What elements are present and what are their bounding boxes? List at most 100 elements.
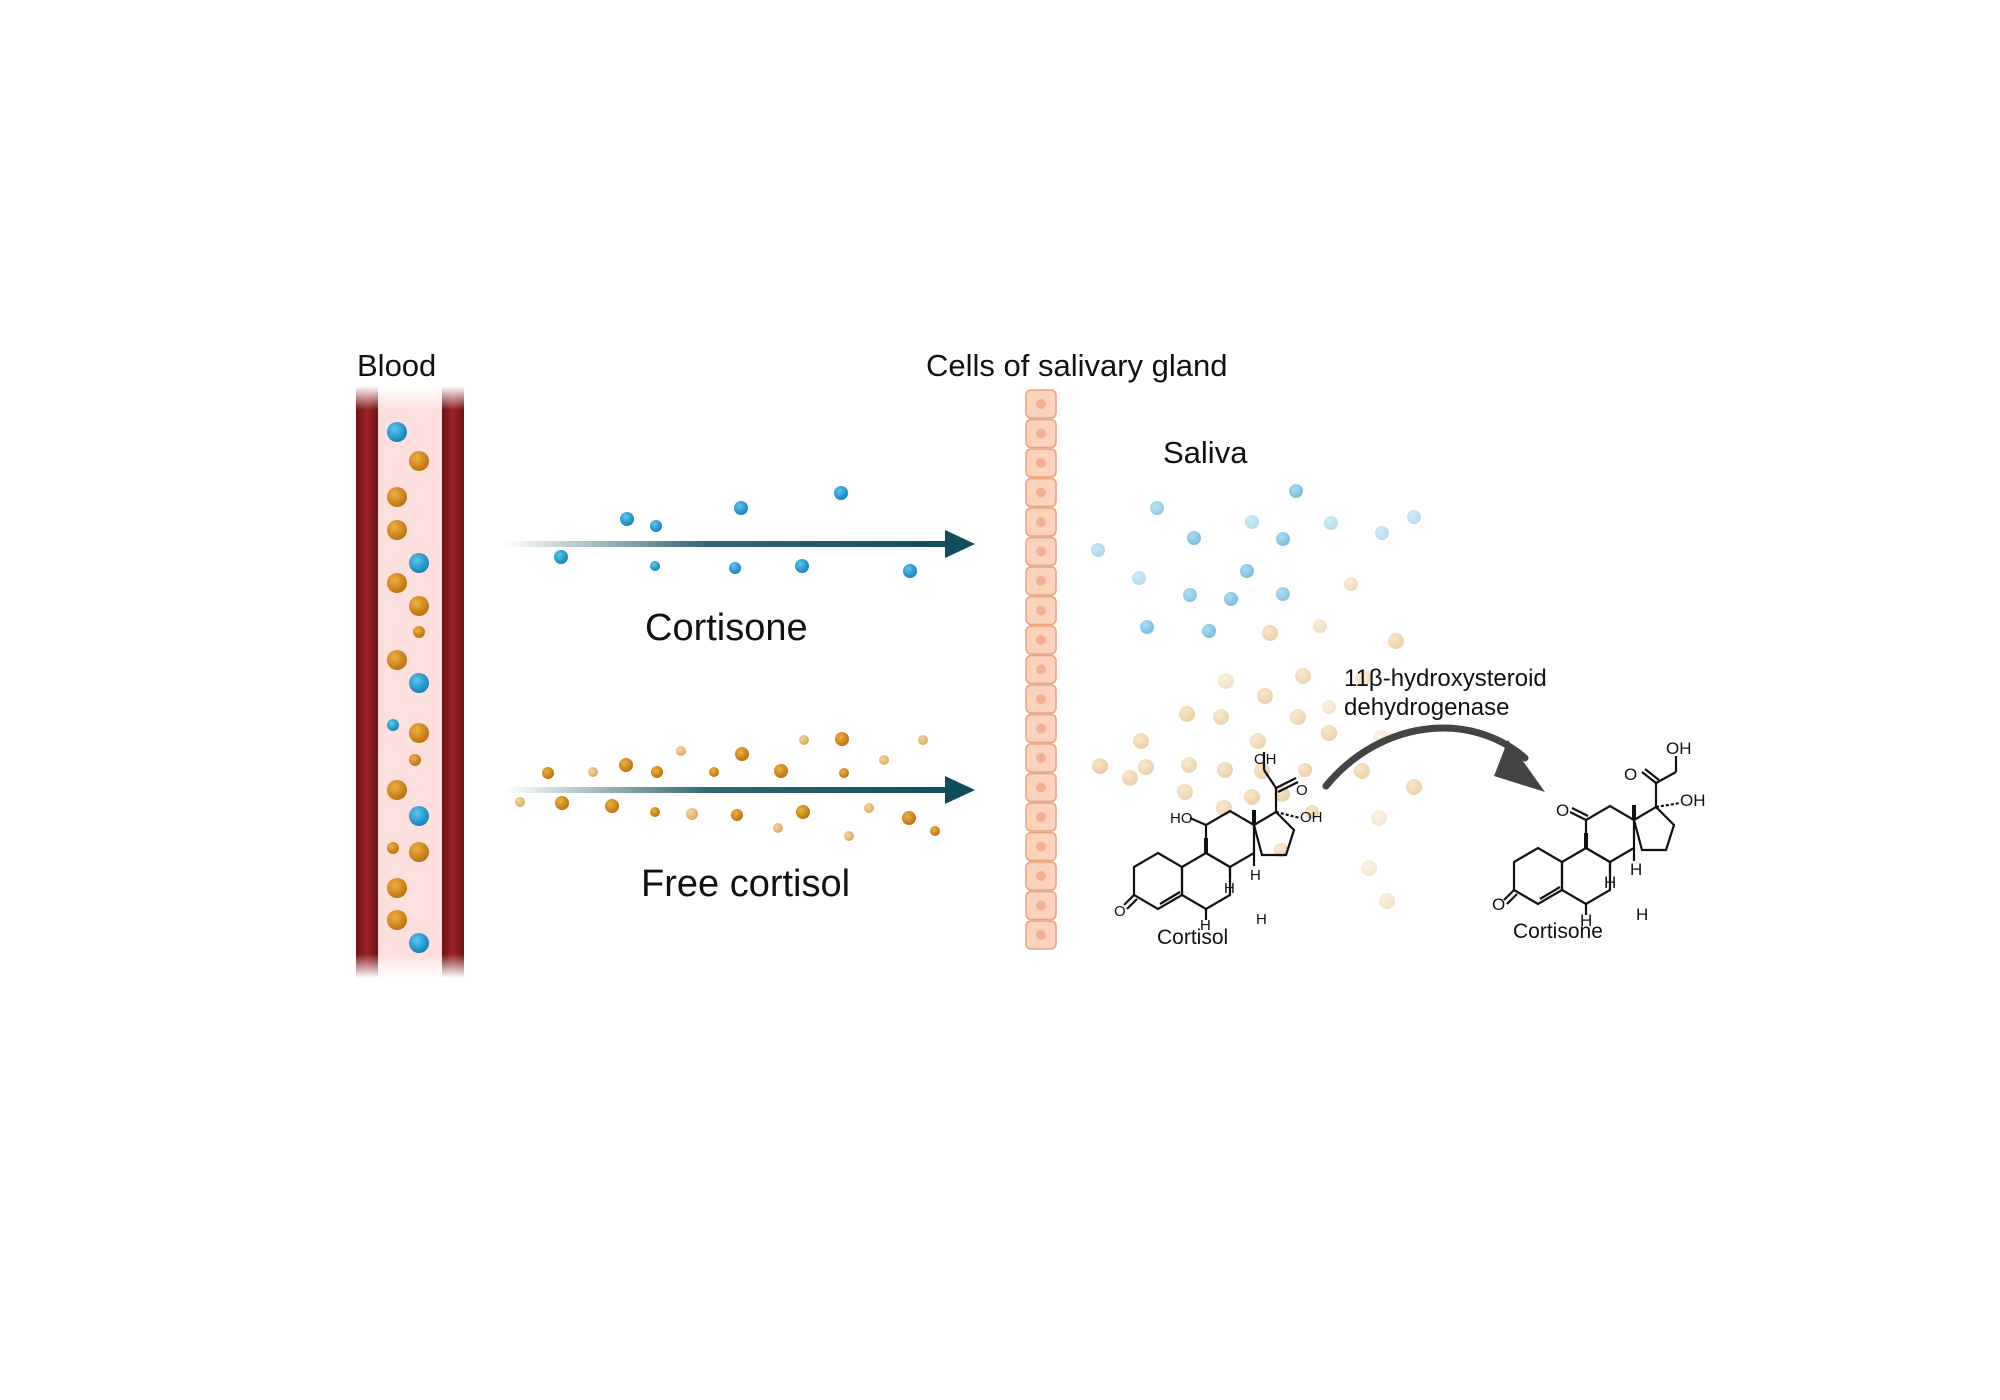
cortisone-molecule <box>903 564 917 578</box>
cortisol-molecule <box>686 808 698 820</box>
cortisone-molecule <box>1245 515 1259 529</box>
cortisol-molecule <box>1181 757 1197 773</box>
cortisol-molecule <box>1244 789 1260 805</box>
cortisol-molecule <box>1361 860 1377 876</box>
cortisone-molecule <box>1183 588 1197 602</box>
cortisol-molecule <box>844 831 854 841</box>
cortisol-molecule <box>796 805 810 819</box>
cortisol-molecule <box>902 811 916 825</box>
cortisone-molecule <box>1324 516 1338 530</box>
cortisol-molecule <box>1138 759 1154 775</box>
cortisol-molecule <box>387 878 407 898</box>
cortisol-molecule <box>1313 619 1327 633</box>
cortisol-molecule <box>1406 779 1422 795</box>
cortisone-molecule <box>409 553 429 573</box>
cortisone-atom-h-3: H <box>1630 860 1642 879</box>
cortisone-transport-arrow <box>505 530 975 558</box>
gland-cell-nucleus <box>1036 576 1046 586</box>
gland-cell-nucleus <box>1036 605 1046 616</box>
cortisol-molecule <box>409 723 429 743</box>
cortisone-molecule <box>1375 526 1389 540</box>
cortisone-molecule <box>1407 510 1421 524</box>
cortisol-molecule <box>676 746 686 756</box>
cortisone-atom-oh-c17: OH <box>1680 791 1706 810</box>
cortisone-molecule <box>1132 571 1146 585</box>
salivary-gland-cells <box>1025 389 1057 950</box>
gland-cell-nucleus <box>1036 753 1046 763</box>
gland-cell-nucleus <box>1036 900 1046 911</box>
cortisol-molecule <box>1133 733 1149 749</box>
blood-label: Blood <box>357 348 437 383</box>
cortisol-molecule <box>515 797 525 807</box>
cortisone-atom-h-1: H <box>1604 873 1616 892</box>
conversion-arrow <box>1322 724 1545 792</box>
cortisol-molecule <box>799 735 809 745</box>
cortisol-molecule <box>1305 805 1319 819</box>
gland-cell-nucleus <box>1036 458 1046 468</box>
saliva-label: Saliva <box>1163 435 1248 470</box>
cortisol-molecule <box>387 780 407 800</box>
cortisol-molecule <box>735 747 749 761</box>
cortisol-molecule <box>1262 625 1278 641</box>
cortisol-atom-o-ring: O <box>1114 903 1126 920</box>
gland-cell-nucleus <box>1036 782 1046 793</box>
cortisol-molecule <box>1379 893 1395 909</box>
cortisone-molecule <box>387 719 399 731</box>
gland-cell-nucleus <box>1036 546 1046 557</box>
gland-cell-nucleus <box>1036 428 1046 439</box>
cortisol-molecule <box>731 809 743 821</box>
cortisol-molecule <box>879 755 889 765</box>
cortisol-molecule <box>542 767 554 779</box>
cortisol-molecule <box>930 826 940 836</box>
gland-cell-nucleus <box>1036 871 1046 881</box>
cortisol-atom-h-3: H <box>1250 867 1261 884</box>
vessel-right-wall <box>442 386 464 978</box>
cortisol-structure <box>1123 752 1301 920</box>
cortisone-molecule <box>795 559 809 573</box>
cortisone-molecule <box>1150 501 1164 515</box>
cortisol-molecule <box>555 796 569 810</box>
cortisol-molecule <box>1217 762 1233 778</box>
cortisol-molecule <box>619 758 633 772</box>
cortisone-molecule <box>734 501 748 515</box>
cortisol-molecule <box>1344 577 1358 591</box>
cortisone-molecule <box>1276 532 1290 546</box>
cortisol-molecule <box>409 451 429 471</box>
cortisone-atom-h-4: H <box>1636 905 1648 924</box>
cortisol-molecule <box>1295 668 1311 684</box>
gland-cell-nucleus <box>1036 517 1046 527</box>
cortisol-atom-oh-top: OH <box>1254 751 1277 768</box>
cortisol-molecule <box>650 807 660 817</box>
gland-cell-nucleus <box>1036 841 1046 852</box>
enzyme-label-line2: dehydrogenase <box>1344 694 1510 721</box>
gland-cell-nucleus <box>1036 812 1046 822</box>
cortisol-molecule <box>864 803 874 813</box>
cortisol-molecule <box>839 768 849 778</box>
saliva-molecules <box>1091 484 1422 909</box>
cortisone-molecule <box>1240 564 1254 578</box>
gland-cell-nucleus <box>1036 399 1046 409</box>
cortisol-molecule <box>409 754 421 766</box>
cortisol-molecule <box>387 573 407 593</box>
cortisol-molecule <box>918 735 928 745</box>
gland-cell-nucleus <box>1036 635 1046 645</box>
cortisol-molecule <box>709 767 719 777</box>
cortisone-molecule <box>650 520 662 532</box>
cortisone-arrow-label: Cortisone <box>645 607 808 649</box>
cortisol-atom-h-2: H <box>1200 917 1211 934</box>
cortisol-molecule <box>1213 709 1229 725</box>
cortisone-molecules-in-transit <box>554 486 917 578</box>
cortisone-molecule <box>387 422 407 442</box>
cortisol-molecule <box>1290 709 1306 725</box>
enzyme-label-line1: 11β-hydroxysteroid <box>1344 665 1547 692</box>
cortisol-molecule <box>1321 725 1337 741</box>
cortisol-molecule <box>1092 758 1108 774</box>
cortisol-molecule <box>409 596 429 616</box>
cortisol-molecule <box>1298 763 1312 777</box>
cortisone-molecule <box>650 561 660 571</box>
cortisone-molecule <box>409 933 429 953</box>
cortisone-molecule <box>1224 592 1238 606</box>
cortisone-molecule <box>1187 531 1201 545</box>
cortisone-atom-o-c11: O <box>1556 801 1569 820</box>
